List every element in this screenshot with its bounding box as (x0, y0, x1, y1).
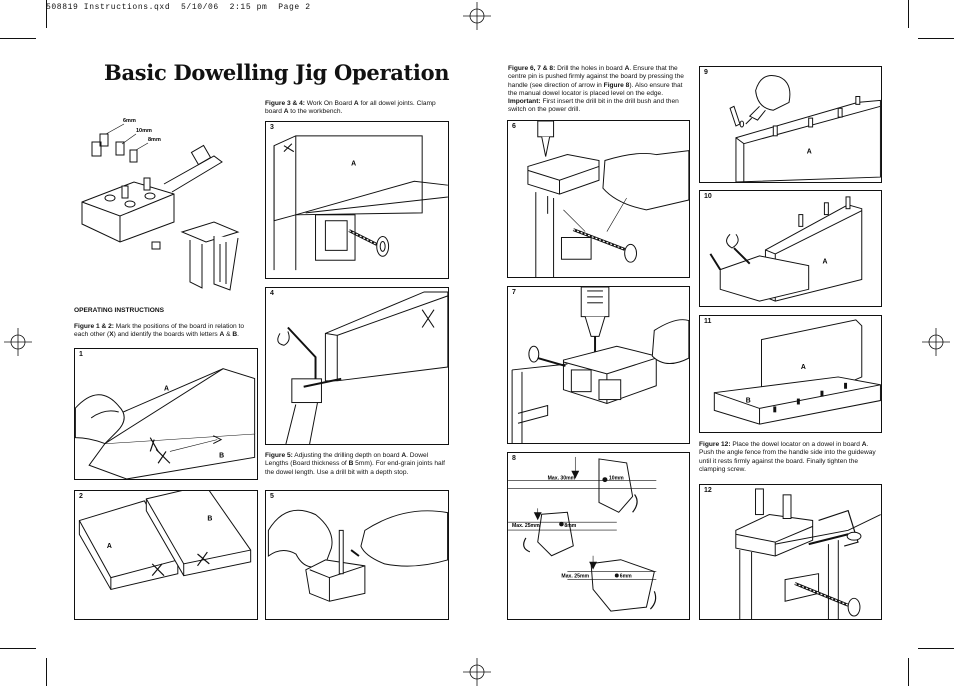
crop-mark (46, 658, 47, 686)
svg-text:6mm: 6mm (620, 574, 632, 580)
fig34-caption: Figure 3 & 4: Work On Board A for all do… (265, 100, 436, 116)
label-A: A (164, 385, 169, 392)
jig-overview-illustration: 6mm 10mm 8mm (74, 112, 254, 302)
svg-text:Max. 25mm: Max. 25mm (561, 574, 589, 580)
registration-mark-icon (922, 328, 950, 356)
figure-9: 9 A (699, 66, 882, 183)
label-10mm: 10mm (136, 128, 152, 134)
registration-mark-icon (463, 2, 491, 30)
svg-text:B: B (207, 516, 212, 523)
figure-2: 2 A B (74, 490, 258, 620)
svg-text:Max. 30mm: Max. 30mm (548, 476, 576, 482)
svg-text:10mm: 10mm (609, 476, 624, 482)
figure-3: 3 A (265, 121, 449, 279)
crop-mark (918, 648, 954, 649)
fig678-caption: Figure 6, 7 & 8: Drill the holes in boar… (508, 65, 684, 114)
label-8mm: 8mm (148, 137, 161, 143)
figure-11: 11 A B (699, 315, 882, 433)
svg-text:A: A (822, 259, 827, 266)
crop-mark (918, 38, 954, 39)
fig12-caption: Figure 1 & 2: Mark the positions of the … (74, 323, 245, 339)
operating-heading: OPERATING INSTRUCTIONS (74, 307, 164, 314)
figure-7: 7 (507, 286, 690, 444)
svg-text:Max. 25mm: Max. 25mm (512, 523, 540, 529)
figure-6: 6 (507, 120, 690, 278)
crop-mark (0, 648, 36, 649)
registration-mark-icon (463, 658, 491, 686)
page-title: Basic Dowelling Jig Operation (104, 60, 450, 85)
label-6mm: 6mm (123, 118, 136, 124)
svg-text:A: A (107, 543, 112, 550)
svg-text:B: B (746, 398, 751, 405)
crop-mark (46, 0, 47, 28)
crop-mark (908, 658, 909, 686)
fig12b-caption: Figure 12: Place the dowel locator on a … (699, 441, 876, 473)
figure-1: 1 A B (74, 348, 258, 480)
registration-mark-icon (4, 328, 32, 356)
figure-4: 4 (265, 287, 449, 445)
label-B: B (219, 452, 224, 459)
crop-mark (0, 38, 36, 39)
crop-mark (908, 0, 909, 28)
figure-10: 10 A (699, 190, 882, 307)
fig5-caption: Figure 5: Adjusting the drilling depth o… (265, 452, 445, 476)
svg-text:A: A (801, 364, 806, 371)
print-slug: 508819 Instructions.qxd 5/10/06 2:15 pm … (46, 3, 311, 12)
figure-5: 5 (265, 490, 449, 620)
svg-text:8mm: 8mm (564, 523, 576, 529)
svg-text:A: A (351, 160, 356, 167)
figure-8: 8 Max. 30mm 10mm Max. 25mm 8mm Max. 25mm… (507, 452, 690, 620)
figure-12: 12 (699, 484, 882, 620)
svg-text:A: A (807, 148, 812, 155)
